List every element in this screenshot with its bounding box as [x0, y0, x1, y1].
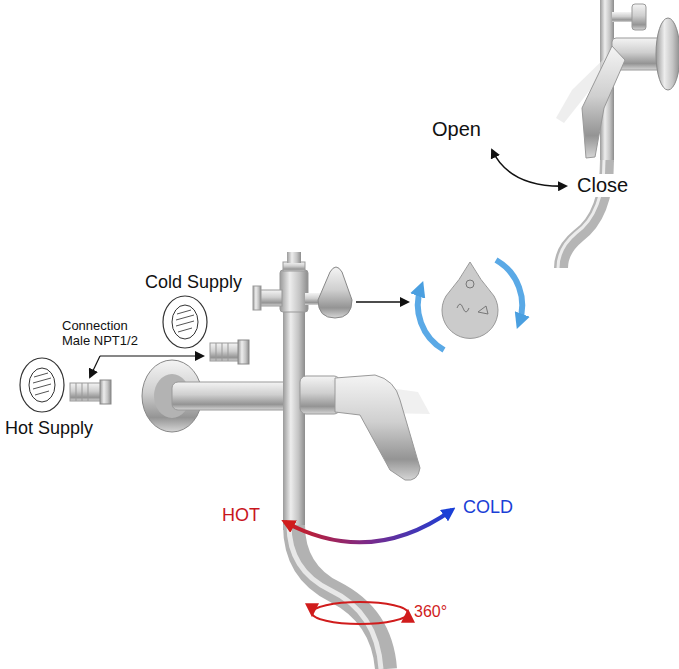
- escutcheon-ring: [163, 296, 207, 348]
- escutcheon-hole: [29, 368, 55, 402]
- rotation-arc: [312, 613, 408, 624]
- wall-flange: [656, 18, 679, 90]
- knob-detail: [418, 260, 522, 350]
- rotate-arrow: [418, 287, 444, 350]
- thread-nipple: [70, 383, 102, 401]
- top-faucet: [492, 0, 679, 268]
- knob-icon: [478, 306, 488, 314]
- detail-arrow: [356, 301, 408, 302]
- hex-nut: [253, 286, 261, 310]
- escutcheon-hole: [172, 305, 198, 339]
- knob-icon: [457, 304, 469, 312]
- rotation-arc: [312, 602, 408, 613]
- cold-escutcheon: [163, 296, 207, 348]
- diverter-body: [280, 270, 308, 312]
- thread-hatch: [176, 310, 194, 332]
- state-label: Close: [575, 174, 630, 197]
- hex-nut: [238, 340, 249, 364]
- leader-line: [100, 355, 203, 356]
- escutcheon-ring: [20, 358, 64, 412]
- thread-line: [82, 383, 83, 401]
- leader-line: [90, 356, 100, 377]
- shower-holder: [632, 4, 646, 30]
- rotate-arrow: [496, 260, 522, 323]
- side-outlet: [260, 290, 282, 306]
- spout-highlight: [289, 525, 381, 669]
- connection-label: Connection Male NPT1/2: [62, 318, 152, 348]
- thread-line: [222, 343, 223, 361]
- cold-connector: [210, 340, 249, 364]
- body-arm: [172, 382, 302, 410]
- thread-nipple: [210, 343, 240, 361]
- handle-lever: [582, 46, 625, 158]
- state-label: Open: [432, 118, 481, 141]
- hot-connector: [70, 380, 111, 404]
- temperature-label: COLD: [463, 497, 513, 518]
- thread-hatch: [33, 373, 51, 395]
- temperature-arrow: [285, 510, 452, 542]
- rotation-arrows: [312, 602, 408, 624]
- thread-line: [76, 383, 77, 401]
- temperature-label: HOT: [222, 505, 260, 526]
- rotation-label: 360°: [414, 603, 447, 621]
- thread-line: [216, 343, 217, 361]
- supply-label: Cold Supply: [145, 272, 242, 293]
- top-outlet: [287, 252, 301, 263]
- thread-line: [228, 343, 229, 361]
- thread-line: [88, 383, 89, 401]
- main-faucet: [20, 252, 430, 669]
- hex-nut: [283, 262, 305, 271]
- knob-face: [442, 262, 498, 338]
- hex-nut: [100, 380, 111, 404]
- diverter-knob: [318, 267, 352, 318]
- handle-lever: [335, 375, 420, 480]
- hot-escutcheon: [20, 358, 64, 412]
- supply-label: Hot Supply: [5, 418, 93, 439]
- knob-icon: [466, 280, 474, 288]
- open-close-arrow: [492, 150, 566, 186]
